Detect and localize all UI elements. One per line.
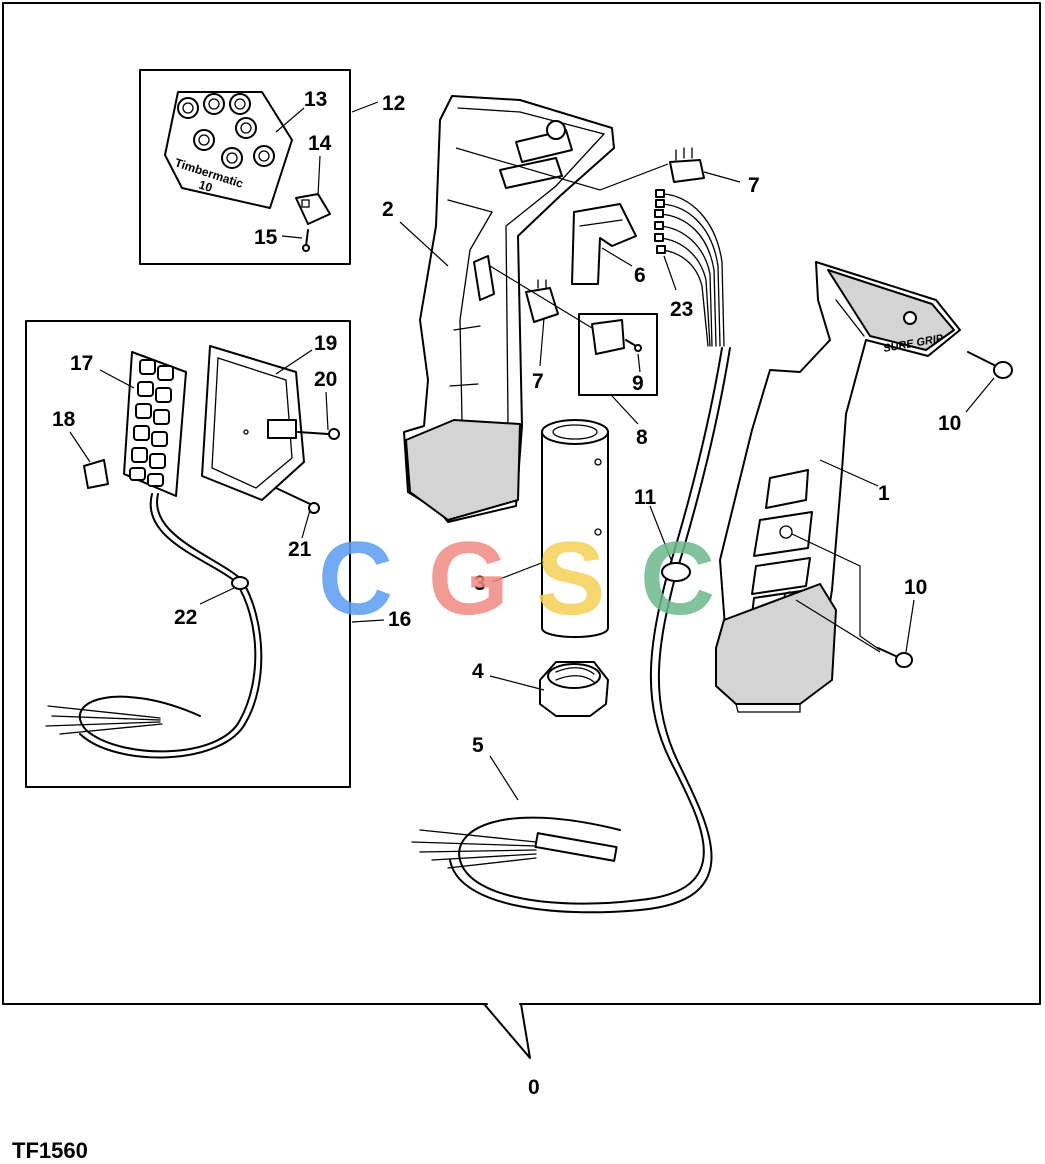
callout-10-upper: 10 [938, 412, 961, 435]
callout-16: 16 [388, 608, 411, 631]
frame-pointer [483, 1003, 531, 1059]
callout-19: 19 [314, 332, 337, 355]
housing-19 [201, 345, 305, 501]
callout-15: 15 [254, 226, 278, 249]
callout-7-mid: 7 [532, 370, 544, 393]
inset-box-16 [25, 320, 351, 788]
watermark-letter-c2: C [640, 521, 715, 637]
callout-12: 12 [382, 92, 405, 115]
bracket-9 [591, 319, 642, 355]
callout-0: 0 [528, 1076, 540, 1099]
model-number-text: 10 [197, 178, 214, 196]
bracket-6 [571, 203, 637, 285]
callout-3: 3 [474, 572, 486, 595]
nut-4 [539, 661, 609, 717]
callout-8: 8 [636, 426, 648, 449]
callout-5: 5 [472, 734, 484, 757]
watermark-letter-g: G [428, 521, 509, 637]
leader-hole-lower-2 [795, 599, 881, 653]
callout-23: 23 [670, 298, 693, 321]
clip-part-18 [83, 459, 109, 489]
housing-shell-2 [403, 95, 615, 523]
callout-18: 18 [52, 408, 76, 431]
switch-7-mid [525, 279, 559, 323]
inset-box-12 [139, 69, 351, 265]
box-8 [578, 313, 658, 396]
watermark-letter-s: S [536, 521, 605, 637]
bolt-10-lower [877, 647, 913, 668]
callout-11: 11 [634, 486, 657, 509]
figure-id: TF1560 [12, 1138, 88, 1159]
cable-22 [45, 493, 263, 759]
callout-13: 13 [304, 88, 327, 111]
clip-part-14 [295, 193, 331, 225]
cable-5 [411, 347, 731, 914]
watermark: C G S C [318, 521, 715, 637]
grip-1: SURE GRIP [715, 261, 961, 713]
main-frame [2, 2, 1041, 1005]
leader-holes-lower [791, 533, 881, 651]
callout-10-lower: 10 [904, 576, 927, 599]
tube-3 [541, 419, 609, 638]
callout-14: 14 [308, 132, 332, 155]
wire-bundle-23 [654, 189, 725, 347]
button-block-17 [123, 351, 187, 497]
keypad-plate: Timbermatic 10 [164, 91, 293, 209]
callout-20: 20 [314, 368, 337, 391]
leader-shell-9 [489, 265, 593, 329]
callout-4: 4 [472, 660, 484, 683]
watermark-letter-c1: C [318, 521, 393, 637]
callout-labels: 13 12 14 15 17 18 19 20 21 22 16 2 7 6 2… [52, 88, 961, 1099]
switch-7-top [669, 147, 705, 183]
callout-6: 6 [634, 264, 646, 287]
screw-15 [302, 229, 310, 252]
callout-22: 22 [174, 606, 197, 629]
leader-7-top-shell [455, 147, 669, 191]
callout-leaders [69, 101, 995, 801]
screw-20 [297, 428, 340, 440]
callout-17: 17 [70, 352, 93, 375]
bolt-10-upper [967, 351, 1013, 379]
callout-7-top: 7 [748, 174, 760, 197]
screw-21 [275, 487, 320, 514]
callout-9: 9 [632, 372, 644, 395]
shell-pins [473, 120, 573, 301]
callout-21: 21 [288, 538, 312, 561]
callout-2: 2 [382, 198, 394, 221]
callout-1: 1 [878, 482, 890, 505]
